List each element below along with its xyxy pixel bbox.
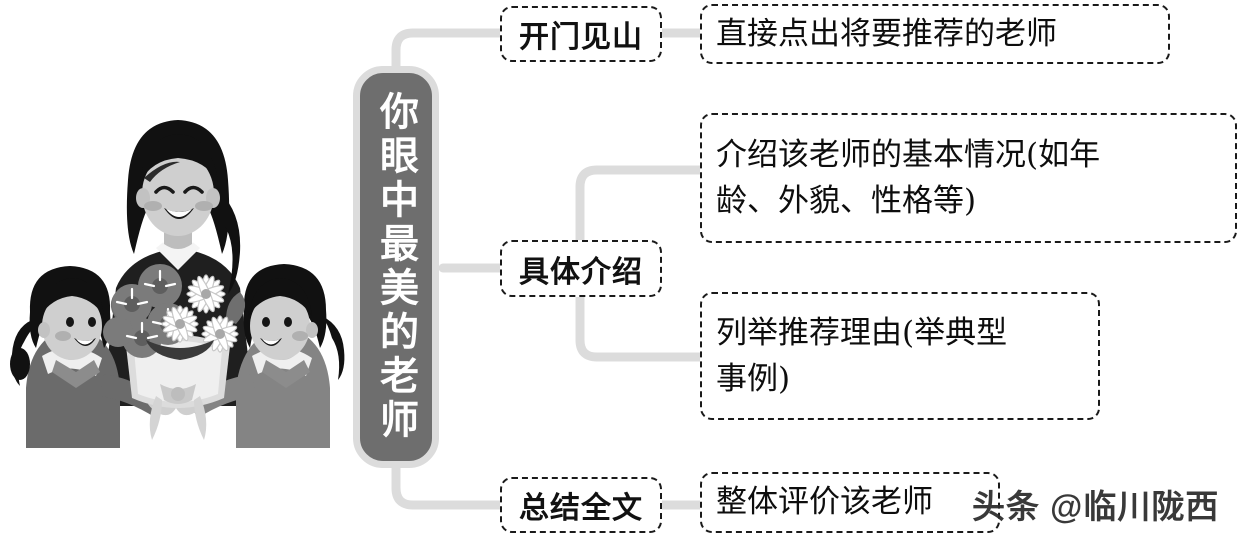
detail-line: 龄、外貌、性格等) bbox=[716, 183, 977, 219]
branch-node-1-label: 开门见山 bbox=[519, 21, 643, 54]
central-node-label: 你眼中最美的老师 bbox=[374, 91, 418, 443]
central-node[interactable]: 你眼中最美的老师 bbox=[353, 66, 439, 468]
detail-node-1-1-text: 直接点出将要推荐的老师 bbox=[716, 12, 1057, 57]
detail-line: 整体评价该老师 bbox=[716, 484, 933, 521]
detail-node-2-2-text: 列举推荐理由(举典型 事例) bbox=[716, 310, 1007, 403]
detail-line: 直接点出将要推荐的老师 bbox=[716, 15, 1057, 52]
watermark: 头条 @临川陇西 bbox=[972, 488, 1220, 525]
detail-node-3-1-text: 整体评价该老师 bbox=[716, 480, 933, 525]
detail-line: 介绍该老师的基本情况(如年 bbox=[716, 136, 1101, 173]
detail-node-2-1-text: 介绍该老师的基本情况(如年 龄、外貌、性格等) bbox=[716, 132, 1100, 225]
detail-node-3-1[interactable]: 整体评价该老师 bbox=[700, 472, 1000, 533]
branch-node-2-label: 具体介绍 bbox=[519, 255, 643, 289]
detail-line: 事例) bbox=[716, 361, 791, 397]
detail-node-2-2[interactable]: 列举推荐理由(举典型 事例) bbox=[700, 292, 1100, 420]
teacher-with-students-bouquet-illustration bbox=[10, 120, 345, 448]
branch-node-1[interactable]: 开门见山 bbox=[500, 6, 662, 62]
branch-node-3[interactable]: 总结全文 bbox=[500, 477, 662, 533]
detail-node-2-1[interactable]: 介绍该老师的基本情况(如年 龄、外貌、性格等) bbox=[700, 113, 1237, 243]
branch-node-2[interactable]: 具体介绍 bbox=[500, 240, 662, 297]
branch-node-3-label: 总结全文 bbox=[519, 492, 643, 525]
detail-node-1-1[interactable]: 直接点出将要推荐的老师 bbox=[700, 4, 1170, 64]
detail-line: 列举推荐理由(举典型 bbox=[716, 314, 1008, 351]
